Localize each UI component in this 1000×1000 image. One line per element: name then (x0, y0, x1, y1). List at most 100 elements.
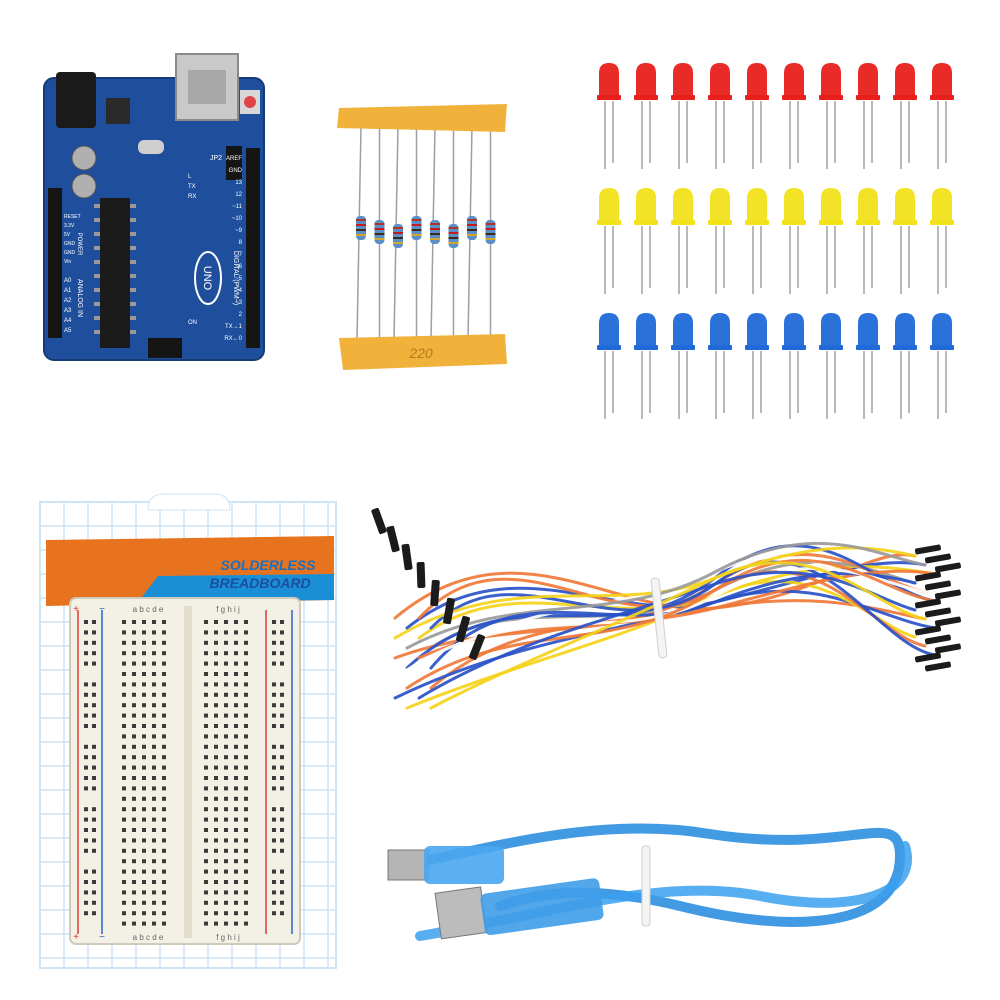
breadboard-hole (122, 630, 126, 635)
jumper-wire-bundle (371, 507, 961, 710)
breadboard-hole (152, 630, 156, 635)
breadboard-hole (214, 838, 218, 843)
breadboard-hole (224, 765, 228, 770)
rail-hole (280, 630, 284, 635)
led-rim (782, 95, 806, 100)
rail-hole (280, 880, 284, 884)
breadboard-hole (142, 765, 146, 770)
breadboard-hole (142, 672, 146, 676)
led-rim (819, 95, 843, 100)
breadboard-hole (244, 848, 248, 853)
resistor-band (411, 219, 422, 221)
resistor-band (374, 223, 385, 225)
breadboard-hole (162, 755, 166, 760)
rail-hole (84, 630, 88, 635)
breadboard-hole (132, 724, 136, 728)
rail-hole (280, 651, 284, 656)
breadboard-hole (162, 911, 166, 916)
breadboard-hole (122, 796, 126, 801)
uno-logo (194, 251, 222, 305)
breadboard-hole (122, 869, 126, 874)
breadboard-hole (122, 744, 126, 749)
breadboard-hole (122, 651, 126, 656)
breadboard-hole (152, 651, 156, 656)
rail-hole (84, 724, 88, 728)
breadboard-hole (214, 713, 218, 718)
breadboard-hole (132, 672, 136, 676)
digital-pin-label: ~11 (232, 204, 242, 210)
breadboard-hole (142, 921, 146, 926)
led-rim (708, 220, 732, 225)
breadboard-hole (162, 661, 166, 666)
led-yellow (932, 188, 952, 224)
led-yellow (821, 188, 841, 224)
breadboard-hole (204, 807, 208, 812)
usb-b-plug (434, 886, 488, 940)
analog-label: ANALOG IN (76, 279, 83, 317)
breadboard-hole (224, 703, 228, 708)
rail-hole (84, 848, 88, 853)
breadboard-hole (152, 776, 156, 780)
rail-hole (280, 828, 284, 832)
breadboard-hole (122, 620, 126, 624)
breadboard-hole (162, 682, 166, 687)
breadboard-hole (142, 817, 146, 822)
breadboard-hole (224, 859, 228, 864)
rail-hole (272, 620, 276, 624)
rail-hole (84, 744, 88, 749)
breadboard-hole (122, 911, 126, 916)
rail-hole (92, 724, 96, 728)
led-blue (895, 313, 915, 349)
power-pin-label: GND (64, 241, 76, 247)
breadboard-hole (162, 734, 166, 739)
analog-header (48, 188, 62, 338)
breadboard-hole (152, 796, 156, 801)
breadboard-hole (234, 703, 238, 708)
breadboard-hole (224, 630, 228, 635)
breadboard-hole (234, 744, 238, 749)
resistor-band (430, 223, 440, 225)
breadboard-hole (214, 807, 218, 812)
breadboard-hole (244, 838, 248, 843)
breadboard-hole (224, 900, 228, 905)
digital-pin-label: TX→1 (225, 324, 243, 330)
breadboard-hole (122, 776, 126, 780)
rail-hole (92, 755, 96, 760)
led-blue (784, 313, 804, 349)
breadboard-hole (162, 921, 166, 926)
breadboard-hole (162, 651, 166, 656)
breadboard-hole (162, 786, 166, 791)
breadboard-hole (152, 786, 156, 791)
breadboard-hole (152, 713, 156, 718)
breadboard-hole (152, 765, 156, 770)
breadboard-hole (244, 880, 248, 884)
power-jack (56, 72, 96, 128)
regulator (106, 98, 130, 124)
rail-hole (84, 640, 88, 645)
rail-hole (92, 703, 96, 708)
breadboard-hole (162, 880, 166, 884)
breadboard-hole (204, 640, 208, 645)
resistor-band (356, 234, 366, 236)
rail-hole (272, 724, 276, 728)
breadboard-hole (214, 661, 218, 666)
rail-hole (280, 765, 284, 770)
rail-hole (272, 786, 276, 791)
rail-hole (84, 765, 88, 770)
breadboard-hole (122, 921, 126, 926)
power-pin-label: Vin (64, 259, 71, 265)
rail-hole (92, 744, 96, 749)
breadboard-hole (234, 661, 238, 666)
breadboard-hole (214, 765, 218, 770)
breadboard-hole (204, 744, 208, 749)
rail-hole (280, 713, 284, 718)
breadboard-hole (244, 796, 248, 801)
breadboard-hole (122, 734, 126, 739)
breadboard-hole (234, 672, 238, 676)
wire-connector (934, 643, 961, 654)
breadboard-hole (152, 859, 156, 864)
led-yellow (636, 188, 656, 224)
